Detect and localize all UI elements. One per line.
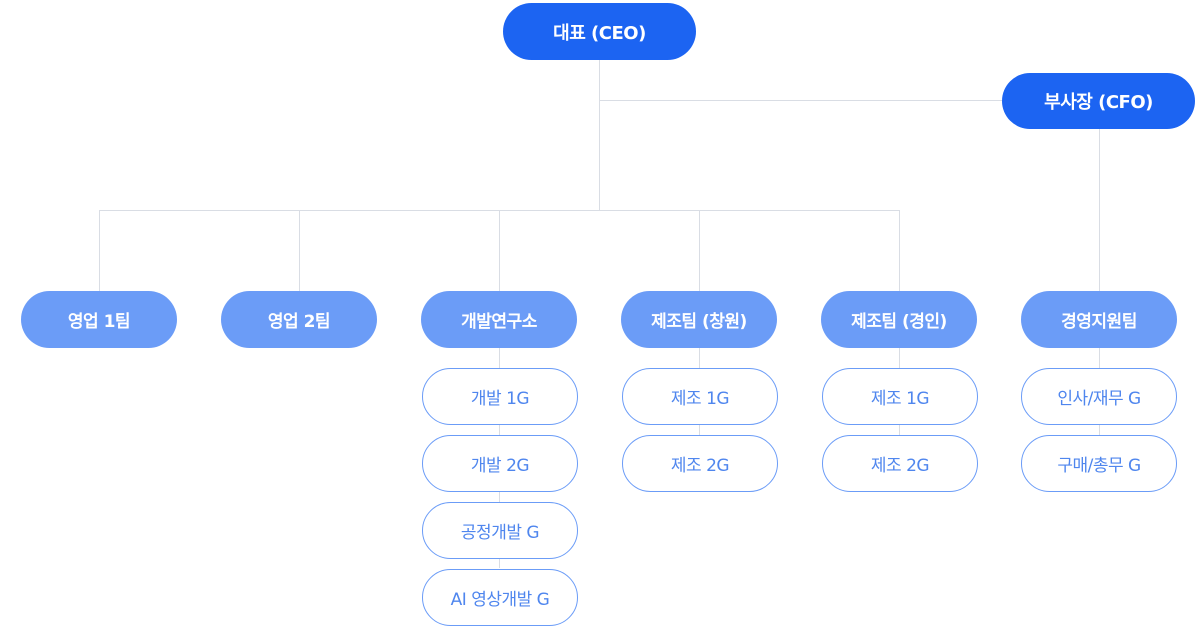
group-mfg-cw-2: 제조 2G <box>622 435 778 492</box>
dept-manufacturing-changwon: 제조팀 (창원) <box>621 291 777 348</box>
connector-dept-4 <box>699 210 700 291</box>
dept-manufacturing-gyeongin: 제조팀 (경인) <box>821 291 977 348</box>
group-purchasing-admin: 구매/총무 G <box>1021 435 1177 492</box>
dept-rnd-lab: 개발연구소 <box>421 291 577 348</box>
group-dev-2: 개발 2G <box>422 435 578 492</box>
group-mfg-cw-1: 제조 1G <box>622 368 778 425</box>
connector-dept-3 <box>499 210 500 291</box>
group-hr-finance: 인사/재무 G <box>1021 368 1177 425</box>
group-mfg-gi-1: 제조 1G <box>822 368 978 425</box>
ceo-node: 대표 (CEO) <box>503 3 696 60</box>
group-process-dev: 공정개발 G <box>422 502 578 559</box>
dept-sales-1: 영업 1팀 <box>21 291 177 348</box>
dept-management-support: 경영지원팀 <box>1021 291 1177 348</box>
connector-ceo-cfo <box>599 100 1002 101</box>
connector-dept-5 <box>899 210 900 291</box>
connector-dept-2 <box>299 210 300 291</box>
cfo-node: 부사장 (CFO) <box>1002 73 1195 129</box>
group-dev-1: 개발 1G <box>422 368 578 425</box>
dept-sales-2: 영업 2팀 <box>221 291 377 348</box>
connector-dept-1 <box>99 210 100 291</box>
group-ai-vision-dev: AI 영상개발 G <box>422 569 578 626</box>
connector-cfo-down <box>1099 129 1100 291</box>
connector-ceo-down <box>599 60 600 210</box>
group-mfg-gi-2: 제조 2G <box>822 435 978 492</box>
